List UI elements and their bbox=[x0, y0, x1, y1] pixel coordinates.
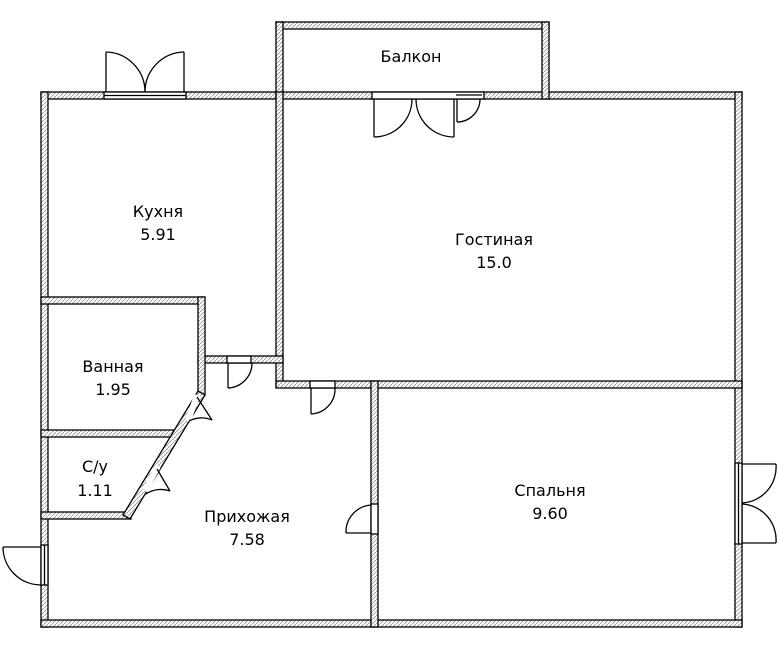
balcony-wall-left bbox=[275, 21, 284, 100]
living-room-name: Гостиная bbox=[455, 230, 533, 249]
outer-wall-top-right bbox=[275, 91, 743, 100]
toilet-bottom-wall bbox=[40, 511, 132, 520]
balcony-door-swing-icon bbox=[373, 94, 482, 138]
living-room-area: 15.0 bbox=[476, 253, 512, 272]
bedroom-name: Спальня bbox=[514, 481, 585, 500]
balcony-wall-top bbox=[275, 21, 550, 30]
kitchen-door-opening bbox=[226, 355, 252, 364]
living-door-opening bbox=[309, 380, 336, 389]
room-labels: Балкон Кухня 5.91 Гостиная 15.0 Ванная 1… bbox=[77, 47, 585, 549]
bathroom-bottom-wall bbox=[40, 429, 177, 438]
bathroom-area: 1.95 bbox=[95, 380, 131, 399]
hallway-area: 7.58 bbox=[229, 530, 265, 549]
entrance-door-swing-icon bbox=[2, 545, 46, 586]
bedroom-door-swing-icon bbox=[345, 504, 372, 534]
bathroom-door-swing-icon bbox=[185, 394, 213, 422]
balcony-name: Балкон bbox=[381, 47, 442, 66]
balcony-door-opening bbox=[371, 91, 485, 100]
bedroom-window-sash-icon bbox=[741, 463, 777, 544]
openings bbox=[2, 51, 777, 586]
bathroom-right-wall bbox=[197, 296, 206, 396]
kitchen-door-swing-icon bbox=[227, 362, 253, 389]
balcony-wall-right bbox=[541, 21, 550, 100]
outer-wall-right bbox=[734, 91, 743, 628]
living-door-swing-icon bbox=[310, 387, 336, 415]
walls bbox=[40, 21, 743, 628]
bathroom-name: Ванная bbox=[82, 357, 143, 376]
bathroom-top-wall bbox=[40, 296, 205, 305]
toilet-area: 1.11 bbox=[77, 481, 113, 500]
toilet-door-swing-icon bbox=[142, 464, 171, 495]
bedroom-door-opening bbox=[370, 503, 379, 535]
bedroom-area: 9.60 bbox=[532, 504, 568, 523]
outer-wall-bottom bbox=[40, 619, 743, 628]
kitchen-living-wall bbox=[275, 91, 284, 388]
kitchen-area: 5.91 bbox=[140, 225, 176, 244]
toilet-name: С/у bbox=[82, 457, 108, 476]
hallway-name: Прихожая bbox=[204, 507, 290, 526]
kitchen-window-sash-icon bbox=[105, 51, 185, 93]
living-bottom-wall bbox=[275, 380, 743, 389]
diagonal-wall bbox=[122, 390, 206, 520]
kitchen-name: Кухня bbox=[133, 202, 183, 221]
